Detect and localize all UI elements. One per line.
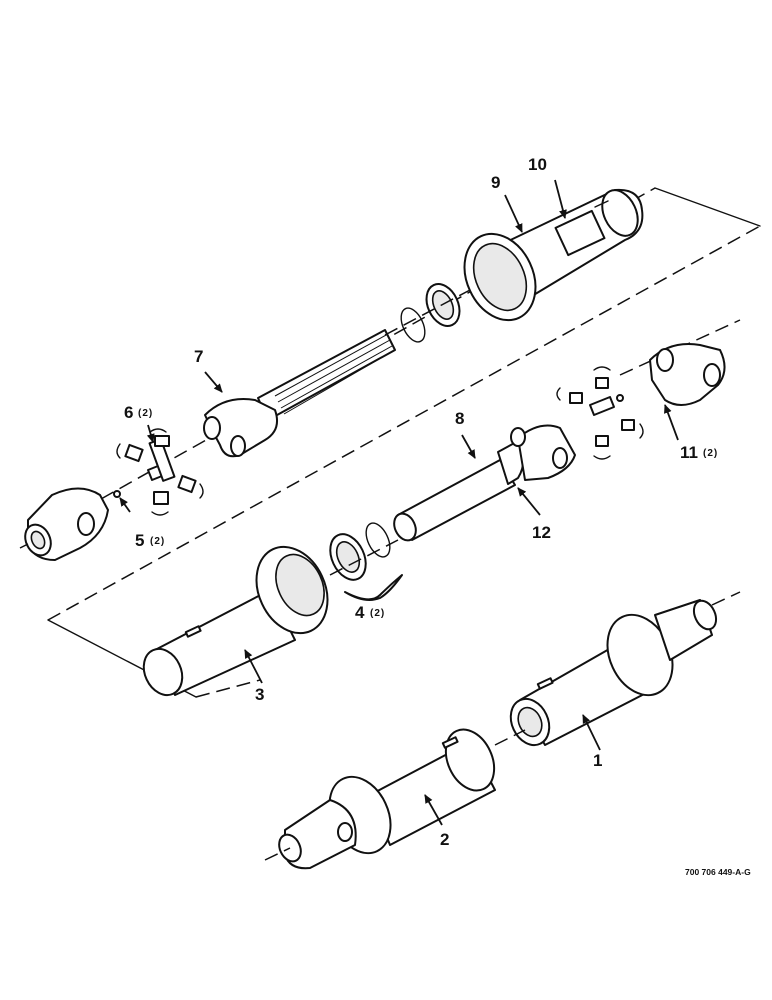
- axis-lines: [19, 289, 741, 861]
- callout-5-qty: (2): [150, 536, 165, 547]
- callout-5: 5: [135, 531, 144, 550]
- outer-tube-lower: [278, 728, 496, 870]
- outer-tube-shield: [142, 545, 329, 697]
- cross-bearing-kit-right: [556, 366, 644, 460]
- callout-arrows: [119, 179, 679, 826]
- callout-6: 6: [124, 403, 133, 422]
- callout-11-qty: (2): [703, 448, 718, 459]
- callout-1: 1: [593, 751, 602, 770]
- left-end-yoke: [24, 487, 109, 561]
- inner-tube-lower: [509, 599, 718, 747]
- callout-3: 3: [255, 685, 264, 704]
- bearing-ring-upper: [400, 283, 461, 343]
- callout-11: 11: [680, 443, 698, 462]
- cross-bearing-kit-left: [113, 428, 204, 516]
- right-end-yoke: [649, 343, 726, 406]
- callout-8: 8: [455, 409, 464, 428]
- callout-4: 4: [355, 603, 365, 622]
- callout-labels: 1 2 3 4 (2) 5 (2) 6 (2) 7 8 9 10 11 (2) …: [124, 155, 718, 849]
- inner-tube-yoke: [393, 424, 576, 542]
- callout-2: 2: [440, 830, 449, 849]
- callout-7: 7: [194, 347, 203, 366]
- outer-shield-half: [463, 188, 644, 322]
- callout-4-qty: (2): [370, 608, 385, 619]
- callout-9: 9: [491, 173, 500, 192]
- callout-12: 12: [532, 523, 551, 542]
- bearing-ring-lower: [329, 522, 403, 601]
- figure-code: 700 706 449-A-G: [685, 867, 751, 877]
- callout-6-qty: (2): [138, 408, 153, 419]
- splined-yoke-shaft: [203, 329, 396, 458]
- callout-10: 10: [528, 155, 547, 174]
